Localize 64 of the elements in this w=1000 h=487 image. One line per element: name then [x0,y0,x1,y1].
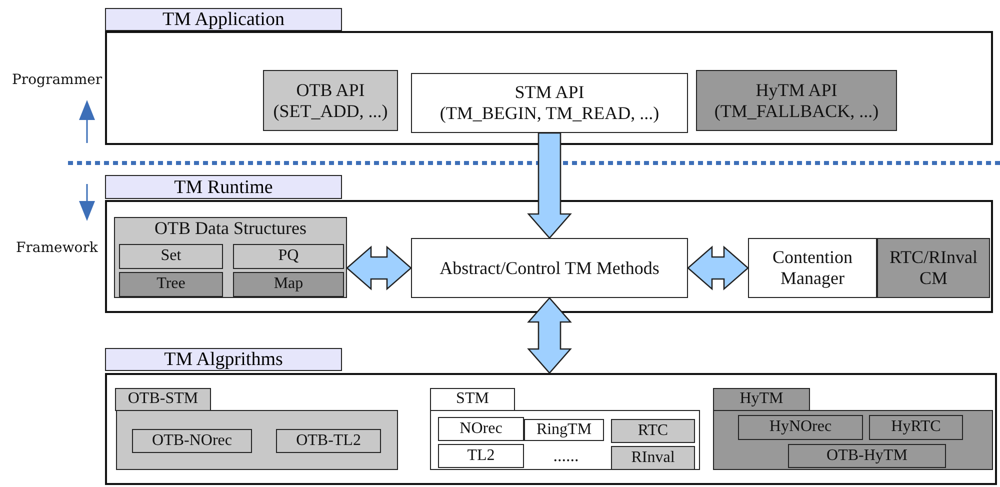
box-label: STM API [514,82,584,103]
box-label: Map [274,275,304,294]
box-label: Contention Manager [772,247,854,289]
layer-role-label: Framework [16,240,98,256]
box-label: OTB-TL2 [296,432,361,450]
ellipsis-text: ...... [552,445,580,468]
component-box [788,444,946,468]
component-box [263,70,398,131]
component-box [438,444,524,468]
layer-tab: TM Runtime [105,175,342,199]
component-box [438,417,524,441]
box-label: NOrec [460,420,502,438]
group-panel [116,410,398,470]
box-label: RTC [638,422,668,440]
component-box [233,272,344,297]
box-label: Abstract/Control TM Methods [440,258,660,278]
box-label: TL2 [467,446,495,466]
component-box [713,388,810,411]
component-box [276,429,381,453]
box-label: RTC/RInval CM [888,247,978,289]
box-label: RingTM [536,420,592,440]
component-box [430,388,515,411]
group-box [114,217,347,298]
box-label: HyNOrec [769,418,832,437]
layer-role-label: Programmer [12,72,102,88]
component-box [524,419,604,441]
box-label: STM [456,390,489,409]
component-box [411,73,688,133]
box-label: Set [160,247,182,266]
component-box [119,272,223,297]
component-box [115,388,211,411]
box-label: HyTM [740,390,784,409]
component-box [696,70,897,131]
component-box [611,419,695,443]
box-label: OTB Data Structures [154,218,306,239]
box-label: (TM_FALLBACK, ...) [714,100,879,122]
box-label: (SET_ADD, ...) [273,100,388,122]
block-arrow [527,132,572,239]
layer-tab: TM Algprithms [105,348,342,371]
component-box [748,238,877,298]
block-arrow [687,246,749,290]
box-label: HyRTC [891,418,941,437]
box-label: OTB-STM [128,390,198,409]
box-label: OTB-HyTM [826,446,908,466]
component-box [119,244,223,269]
block-arrow [346,246,412,290]
component-box [877,238,990,298]
group-panel [430,410,700,470]
component-box [233,244,344,269]
component-box [869,415,963,440]
box-label: (TM_BEGIN, TM_READ, ...) [440,103,660,124]
component-box [738,415,863,440]
block-arrow [527,297,572,374]
box-label: Tree [156,275,186,294]
box-label: HyTM API [756,80,838,100]
component-box [132,429,252,453]
box-label: RInval [631,448,675,468]
box-label: OTB API [296,80,365,100]
group-panel [713,410,993,470]
box-label: PQ [278,247,299,266]
component-box [611,446,695,470]
box-label: OTB-NOrec [152,432,232,450]
component-box [411,238,688,298]
layer-tab: TM Application [105,8,342,31]
